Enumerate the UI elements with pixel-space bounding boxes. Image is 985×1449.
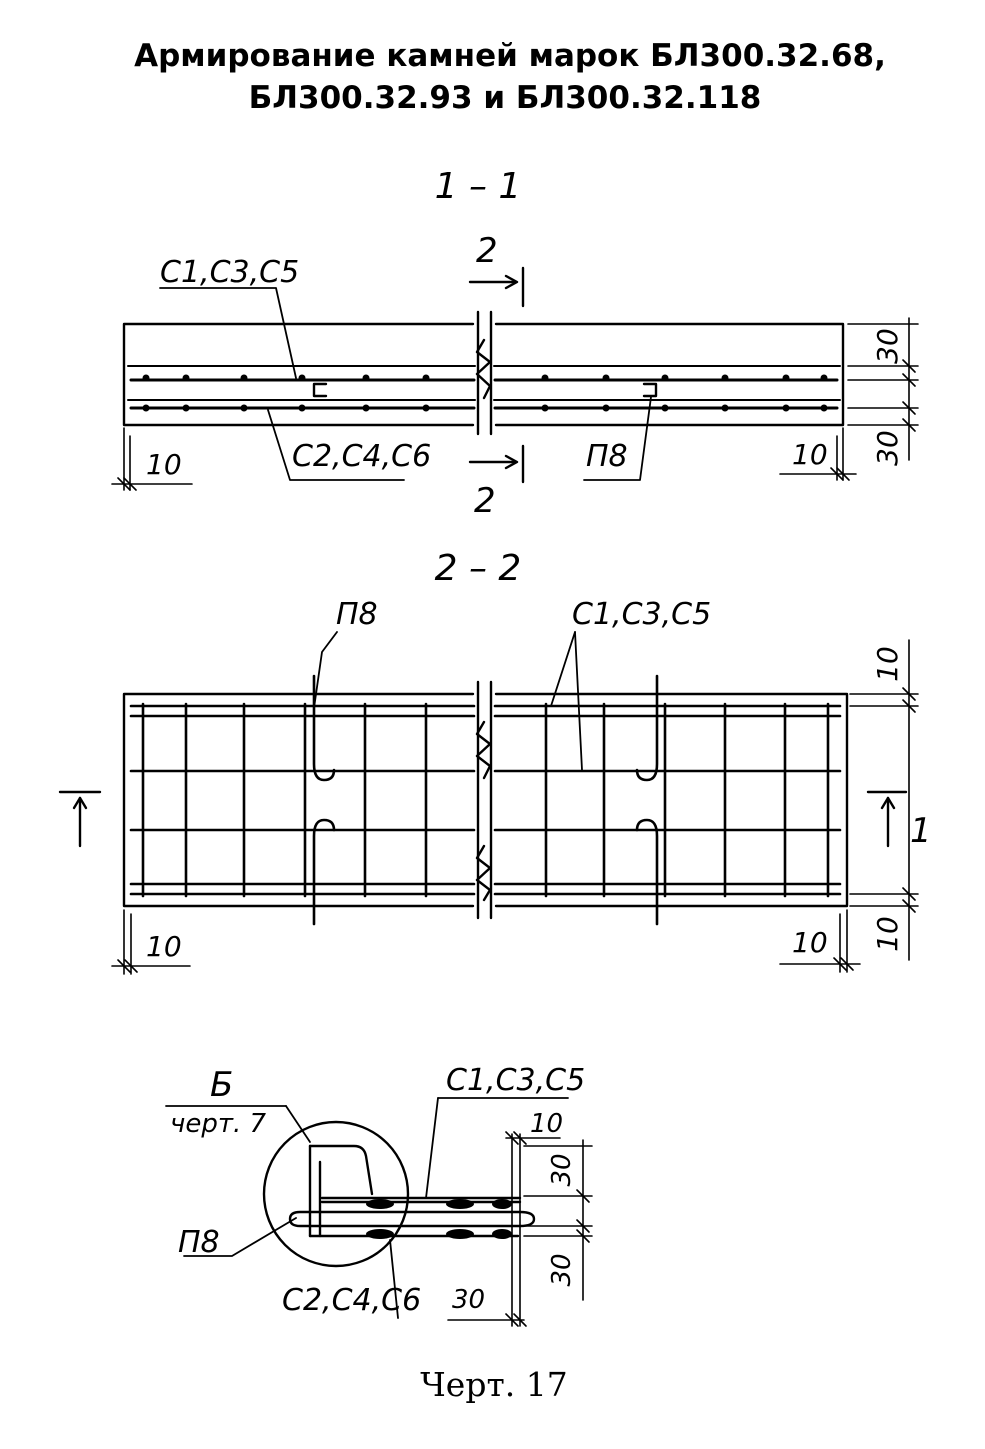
section-1-1-mark-upper: С1,С3,С5 — [160, 255, 299, 290]
section-2-2-leaders — [313, 631, 583, 771]
detail-b-ref: черт. 7 — [170, 1109, 267, 1139]
detail-b-dim-mid-lower: 30 — [547, 1253, 577, 1286]
section-2-2-cut-marks — [58, 790, 908, 848]
section-1-1-dim-right: 10 — [792, 438, 828, 471]
title-line-1: Армирование камней марок БЛ300.32.68, — [134, 38, 886, 74]
section-1-1-outline — [122, 310, 845, 436]
section-1-1-dimensions — [111, 317, 919, 491]
section-1-1-cut-label-top: 2 — [476, 231, 498, 271]
detail-b-bar-sections — [366, 1199, 512, 1239]
detail-b-label: Б — [210, 1065, 233, 1105]
section-2-2-mark-mesh: С1,С3,С5 — [572, 597, 711, 632]
detail-b-mark-loop: П8 — [178, 1225, 220, 1260]
section-1-1-leaders — [159, 287, 652, 481]
section-1-1-lower-bar — [127, 399, 841, 412]
section-2-2: 2 – 2 — [58, 548, 932, 975]
section-2-2-cut-label: 1 — [910, 811, 932, 851]
section-1-1-mark-lower: С2,С4,С6 — [292, 439, 431, 474]
figure-caption: Черт. 17 — [420, 1365, 567, 1404]
detail-b-dim-bottom: 30 — [452, 1285, 485, 1315]
section-2-2-mark-loop: П8 — [336, 597, 378, 632]
section-2-2-dim-right: 10 — [792, 926, 828, 959]
section-2-2-dim-left: 10 — [146, 930, 182, 963]
detail-b-leaders — [183, 1097, 569, 1319]
section-1-1-upper-bar — [127, 365, 841, 382]
section-2-2-dimensions — [111, 639, 919, 975]
detail-b-dimensions — [447, 1131, 593, 1327]
section-1-1-mark-loop: П8 — [586, 439, 628, 474]
detail-b-mark-upper: С1,С3,С5 — [446, 1063, 585, 1098]
section-1-1-loop-hooks — [312, 382, 658, 398]
section-2-2-loops — [312, 674, 659, 926]
detail-b-geometry — [288, 1144, 536, 1238]
detail-b-mark-lower: С2,С4,С6 — [282, 1283, 421, 1318]
section-2-2-mesh — [129, 702, 842, 898]
detail-b-ref-leader — [285, 1105, 311, 1143]
title-line-2: БЛ300.32.93 и БЛ300.32.118 — [249, 80, 762, 116]
section-2-2-outline — [122, 680, 849, 920]
section-1-1-dim-top: 30 — [871, 328, 904, 364]
detail-b-callout-circle — [262, 1120, 410, 1268]
section-2-2-dim-top: 10 — [871, 646, 904, 682]
section-1-1-cut-label-bottom: 2 — [474, 481, 496, 521]
detail-b-dim-mid-upper: 30 — [547, 1153, 577, 1186]
section-1-1-cut-marks — [468, 266, 525, 484]
detail-b: Б черт. 7 С1,С3,С5 — [165, 1063, 593, 1327]
section-2-2-label: 2 – 2 — [435, 548, 522, 589]
section-1-1: 1 – 1 — [111, 166, 919, 521]
section-2-2-dim-bottom: 10 — [871, 916, 904, 952]
detail-b-dim-top: 10 — [530, 1109, 563, 1139]
section-1-1-label: 1 – 1 — [435, 166, 522, 207]
section-1-1-dim-left: 10 — [146, 448, 182, 481]
section-1-1-dim-bottom: 30 — [871, 430, 904, 466]
